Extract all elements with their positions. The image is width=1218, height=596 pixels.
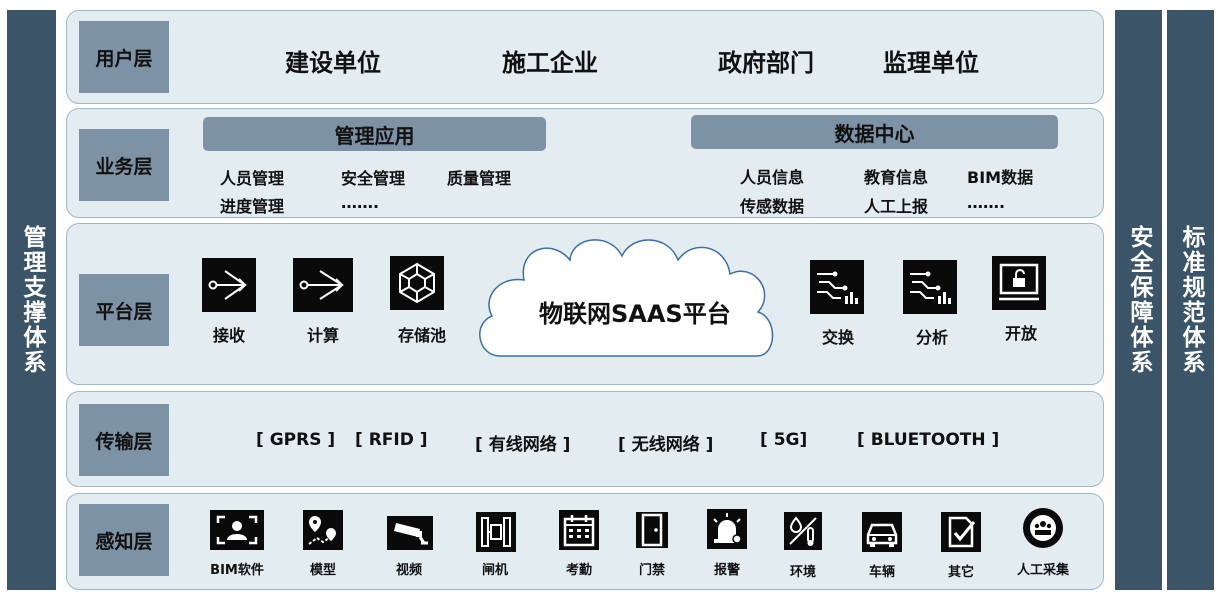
exchange-circuit-icon	[810, 260, 864, 314]
manual-collect-label: 人工采集	[1016, 563, 1069, 578]
data-item-education-info: 教育信息	[864, 168, 929, 187]
model-pin-icon	[303, 510, 343, 550]
receive-arrows-icon	[202, 258, 256, 312]
cloud-shape	[479, 239, 774, 357]
data-item-bim-data: BIM数据	[967, 168, 1034, 187]
people-icon	[1023, 508, 1063, 548]
alarm-icon	[707, 509, 747, 549]
data-item-manual-report: 人工上报	[864, 197, 929, 216]
storage-label: 存储池	[397, 326, 446, 345]
transport-rfid: [ RFID ]	[355, 430, 428, 450]
exchange-label: 交换	[821, 328, 854, 347]
perception-layer: 感知层 BIM软件 模型 视频 闸机 考勤 门禁 报警 环境 车辆 其它 人工采…	[66, 493, 1104, 590]
check-doc-icon	[941, 512, 981, 552]
user-layer-label: 用户层	[79, 21, 169, 93]
car-icon	[862, 512, 902, 552]
data-item-sensor-data: 传感数据	[740, 197, 805, 216]
cloud-platform-label: 物联网SAAS平台	[539, 300, 731, 328]
alarm-label: 报警	[713, 563, 740, 578]
transport-gprs: [ GPRS ]	[256, 430, 336, 450]
gate-label: 闸机	[481, 563, 508, 578]
business-layer: 业务层 管理应用 数据中心 人员管理 安全管理 质量管理 进度管理 ……. 人员…	[66, 108, 1104, 218]
right-sidebar-standards-label: 标准规范体系	[1178, 225, 1204, 375]
transport-5g: [ 5G]	[760, 430, 808, 450]
calendar-icon	[559, 510, 599, 550]
bim-person-icon	[210, 510, 264, 550]
compute-arrows-icon	[293, 258, 353, 312]
user-item-supervision: 监理单位	[883, 49, 979, 77]
environment-icon	[784, 512, 822, 550]
left-sidebar-label: 管理支撑体系	[19, 225, 45, 375]
receive-label: 接收	[212, 326, 245, 345]
open-monitor-icon	[992, 256, 1046, 310]
transport-bluetooth: [ BLUETOOTH ]	[857, 430, 1000, 450]
compute-label: 计算	[306, 326, 339, 345]
transport-wired: [ 有线网络 ]	[475, 435, 571, 455]
door-access-label: 门禁	[638, 563, 665, 578]
user-item-construction-unit: 建设单位	[285, 49, 381, 77]
data-center-header: 数据中心	[691, 115, 1058, 149]
gate-icon	[476, 512, 516, 552]
platform-layer-label: 平台层	[79, 274, 169, 346]
data-item-ellipsis: …….	[967, 193, 1006, 212]
user-item-construction-company: 施工企业	[502, 49, 598, 77]
right-sidebar-security-label: 安全保障体系	[1126, 225, 1152, 375]
analysis-circuit-icon	[903, 260, 957, 314]
storage-network-icon	[390, 256, 444, 310]
video-label: 视频	[395, 563, 422, 578]
door-icon	[636, 512, 668, 548]
user-layer: 用户层 建设单位 施工企业 政府部门 监理单位	[66, 10, 1104, 104]
analysis-label: 分析	[915, 328, 948, 347]
mgmt-item-progress: 进度管理	[220, 197, 285, 216]
environment-label: 环境	[789, 565, 816, 580]
data-item-personnel-info: 人员信息	[740, 168, 805, 187]
platform-layer: 平台层 物联网SAAS平台 接收 计算 存储池 交换 分析 开放	[66, 223, 1104, 385]
other-label: 其它	[947, 565, 974, 580]
vehicle-label: 车辆	[868, 565, 895, 580]
transport-layer-label: 传输层	[79, 404, 169, 476]
mgmt-item-safety: 安全管理	[341, 169, 406, 188]
mgmt-item-ellipsis: …….	[341, 193, 380, 212]
transport-layer: 传输层 [ GPRS ] [ RFID ] [ 有线网络 ] [ 无线网络 ] …	[66, 391, 1104, 487]
attendance-label: 考勤	[565, 563, 592, 578]
model-label: 模型	[309, 563, 336, 578]
user-item-government: 政府部门	[718, 49, 814, 77]
perception-layer-label: 感知层	[79, 504, 169, 576]
management-app-header: 管理应用	[203, 117, 546, 151]
transport-wireless: [ 无线网络 ]	[618, 435, 714, 455]
right-sidebar-standards: 标准规范体系	[1167, 10, 1214, 590]
camera-icon	[387, 516, 433, 550]
business-layer-label: 业务层	[79, 129, 169, 201]
mgmt-item-personnel: 人员管理	[220, 169, 285, 188]
right-sidebar-security: 安全保障体系	[1115, 10, 1162, 590]
left-sidebar-management: 管理支撑体系	[7, 10, 56, 590]
mgmt-item-quality: 质量管理	[447, 169, 512, 188]
bim-software-label: BIM软件	[210, 563, 264, 578]
open-label: 开放	[1004, 324, 1037, 343]
